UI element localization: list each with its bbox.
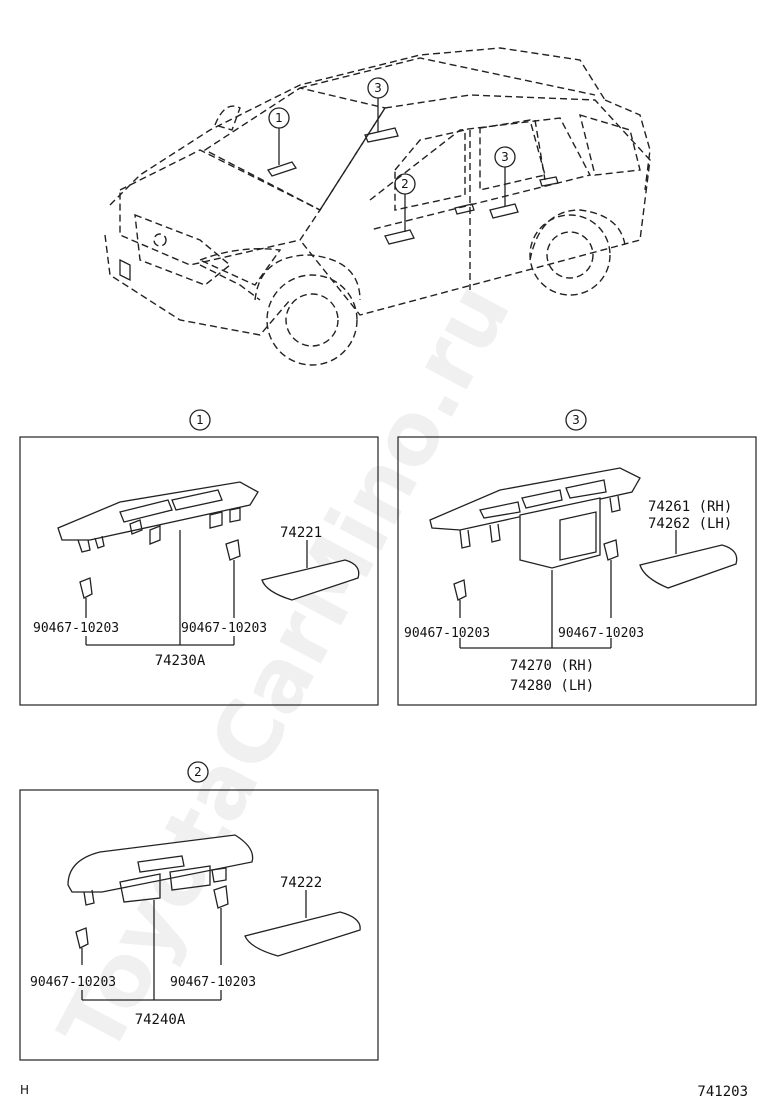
switch-panel-74270-74280 <box>429 467 641 569</box>
screw-right-1 <box>225 539 241 618</box>
cover-74261-74262: 74261 (RH) 74262 (LH) <box>639 499 738 589</box>
overview-callout-1: 1 <box>268 107 290 165</box>
svg-text:74222: 74222 <box>280 875 322 891</box>
detail-panel-1: 1 74221 <box>19 409 379 706</box>
screw-left-1 <box>79 577 93 618</box>
switch-location-3-rear <box>489 203 519 219</box>
panel-2-screw-left-label: 90467-10203 <box>30 975 116 990</box>
panel-3-callout <box>565 409 587 431</box>
screw-right-2 <box>213 885 229 965</box>
panel-1-screw-left-label: 90467-10203 <box>33 621 119 636</box>
svg-text:74262 (LH): 74262 (LH) <box>648 516 732 532</box>
switch-panel-74240A <box>67 834 254 906</box>
panel-3-screw-right-label: 90467-10203 <box>558 626 644 641</box>
overview-callout-2: 2 <box>394 173 416 232</box>
cover-74222: 74222 <box>244 875 361 957</box>
detail-panel-3: 3 74261 (RH) 74262 (LH) <box>397 409 757 706</box>
panel-2-callout <box>187 761 209 783</box>
cover-74221: 74221 <box>261 525 360 601</box>
switch-location-3-front <box>364 127 399 143</box>
switch-panel-74230A <box>57 481 259 553</box>
vehicle-overview: 1 3 2 3 <box>104 47 651 366</box>
svg-text:2: 2 <box>401 177 409 191</box>
svg-text:1: 1 <box>275 111 283 125</box>
panel-1-callout-label: 1 <box>196 413 204 427</box>
panel-3-callout-label: 3 <box>572 413 580 427</box>
panel-1-assembly-label: 74230A <box>155 653 206 669</box>
panel-3-assembly-lh-label: 74280 (LH) <box>510 678 594 694</box>
panel-1-screw-right-label: 90467-10203 <box>181 621 267 636</box>
switch-location-1 <box>266 161 298 177</box>
footer-code: H <box>20 1083 29 1097</box>
svg-text:3: 3 <box>374 81 382 95</box>
screw-right-3 <box>603 539 619 618</box>
screw-left-3 <box>453 579 467 618</box>
screw-left-2 <box>75 927 89 965</box>
diagram-number: 741203 <box>697 1084 748 1100</box>
panel-2-callout-label: 2 <box>194 765 202 779</box>
svg-text:3: 3 <box>501 150 509 164</box>
panel-3-assembly-rh-label: 74270 (RH) <box>510 658 594 674</box>
panel-2-assembly-label: 74240A <box>135 1012 186 1028</box>
svg-text:74261 (RH): 74261 (RH) <box>648 499 732 515</box>
panel-3-screw-left-label: 90467-10203 <box>404 626 490 641</box>
overview-callout-3-front: 3 <box>367 77 389 132</box>
detail-panel-2: 2 74222 90467-10203 90467-10203 <box>19 761 379 1061</box>
panel-2-screw-right-label: 90467-10203 <box>170 975 256 990</box>
svg-text:74221: 74221 <box>280 525 322 541</box>
switch-location-2 <box>384 229 415 245</box>
panel-1-callout <box>189 409 211 431</box>
overview-callout-3-rear: 3 <box>494 146 516 206</box>
